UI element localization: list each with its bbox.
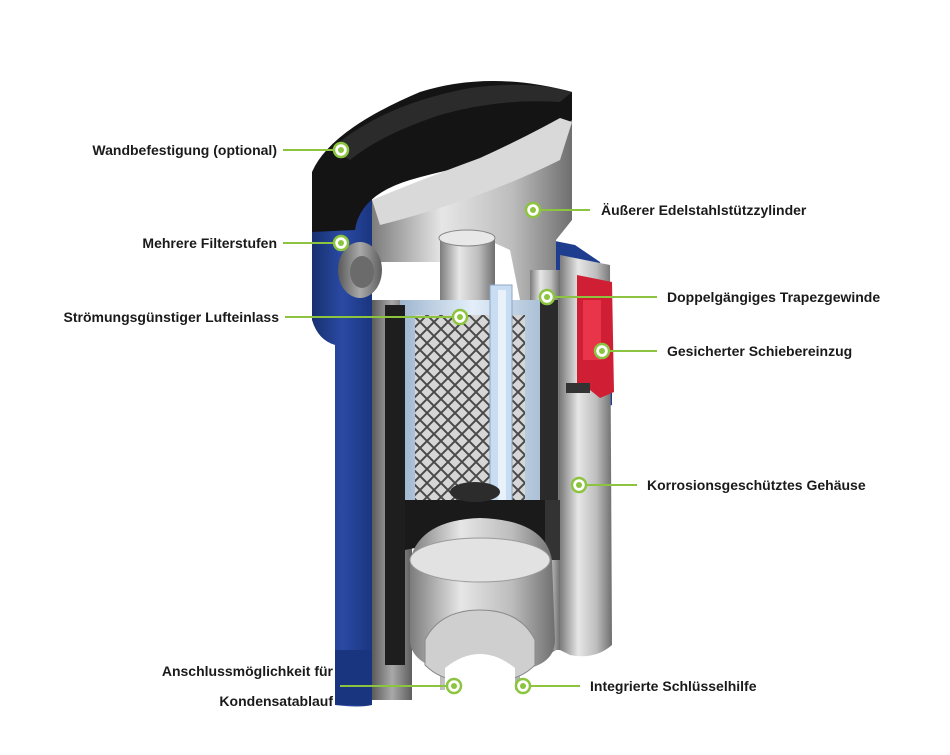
label-kondensat-line1: Anschlussmöglichkeit für	[161, 663, 333, 679]
label-trapezgewinde: Doppelgängiges Trapezgewinde	[667, 289, 881, 305]
label-kondensat-line2: Kondensatablauf	[219, 693, 333, 709]
callout-dot-stuetzzylinder	[524, 201, 542, 219]
center-tube	[440, 236, 495, 310]
callout-dot-lufteinlass	[451, 308, 469, 326]
label-gehaeuse: Korrosionsgeschütztes Gehäuse	[647, 477, 866, 493]
label-stuetzzylinder: Äußerer Edelstahlstützzylinder	[601, 202, 807, 218]
label-lufteinlass: Strömungsgünstiger Lufteinlass	[63, 309, 279, 325]
wall-mount-cap-top	[330, 84, 572, 160]
head-casting	[372, 120, 572, 660]
label-wandbefestigung: Wandbefestigung (optional)	[92, 142, 277, 158]
callout-dot-schluesselhilfe	[514, 677, 532, 695]
housing-blue-left	[312, 175, 372, 707]
head-casting-top	[372, 118, 572, 225]
callout-dot-kondensat	[445, 677, 463, 695]
callout-dot-filterstufen	[332, 234, 350, 252]
callout-dot-trapezgewinde	[538, 288, 556, 306]
callout-dot-wandbefestigung	[332, 141, 350, 159]
label-schiebereinzug: Gesicherter Schiebereinzug	[667, 343, 853, 359]
filter-dark-spine	[385, 305, 405, 665]
callout-dot-gehaeuse	[570, 476, 588, 494]
label-filterstufen: Mehrere Filterstufen	[142, 235, 277, 251]
callout-dot-schiebereinzug	[593, 342, 611, 360]
label-schluesselhilfe: Integrierte Schlüsselhilfe	[590, 678, 757, 694]
